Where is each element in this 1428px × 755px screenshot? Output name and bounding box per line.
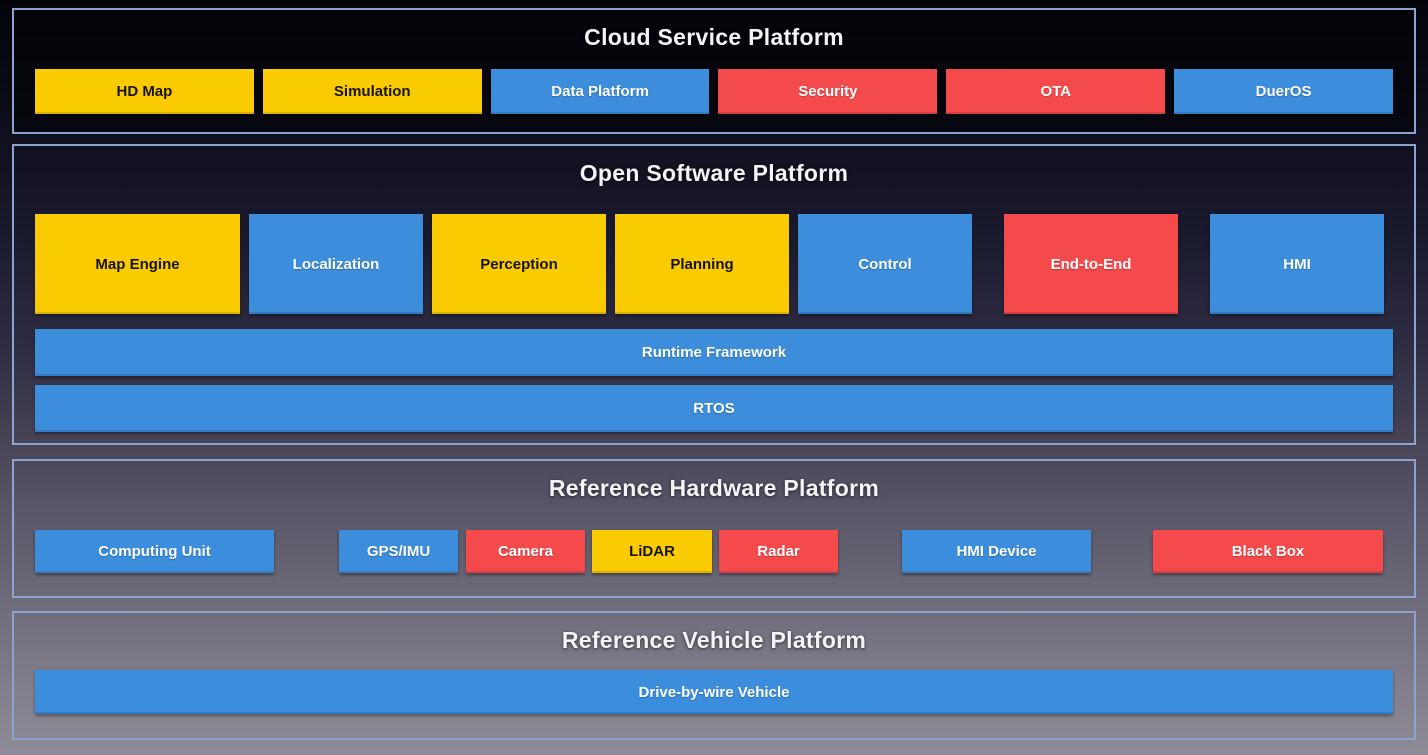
- bar-rtos: RTOS: [35, 385, 1393, 432]
- module-map-engine: Map Engine: [35, 214, 240, 314]
- box-computing-unit: Computing Unit: [35, 530, 274, 573]
- box-radar: Radar: [719, 530, 838, 573]
- bar-drive-by-wire-vehicle: Drive-by-wire Vehicle: [35, 670, 1393, 714]
- cloud-section-title: Cloud Service Platform: [584, 24, 844, 50]
- box-hd-map: HD Map: [35, 69, 254, 114]
- vehicle-bar-row: Drive-by-wire Vehicle: [14, 670, 1414, 714]
- box-black-box: Black Box: [1153, 530, 1383, 573]
- box-lidar: LiDAR: [592, 530, 712, 573]
- section-reference-hardware-platform: Reference Hardware Platform Computing Un…: [12, 459, 1416, 598]
- box-ota: OTA: [946, 69, 1166, 114]
- software-modules-row: Map Engine Localization Perception Plann…: [14, 214, 1414, 314]
- rtos-row: RTOS: [14, 385, 1414, 432]
- section-cloud-service-platform: Cloud Service Platform HD Map Simulation…: [12, 8, 1416, 134]
- module-planning: Planning: [615, 214, 789, 314]
- cloud-services-row: HD Map Simulation Data Platform Security…: [14, 69, 1414, 114]
- section-reference-vehicle-platform: Reference Vehicle Platform Drive-by-wire…: [12, 611, 1416, 740]
- box-camera: Camera: [466, 530, 585, 573]
- box-hmi-device: HMI Device: [902, 530, 1091, 573]
- section-open-software-platform: Open Software Platform Map Engine Locali…: [12, 144, 1416, 445]
- module-end-to-end: End-to-End: [1004, 214, 1178, 314]
- software-section-title: Open Software Platform: [579, 160, 849, 186]
- bar-runtime-framework: Runtime Framework: [35, 329, 1393, 376]
- hardware-section-title: Reference Hardware Platform: [548, 475, 880, 501]
- module-perception: Perception: [432, 214, 606, 314]
- module-localization: Localization: [249, 214, 423, 314]
- vehicle-section-title: Reference Vehicle Platform: [561, 627, 867, 653]
- box-gps-imu: GPS/IMU: [339, 530, 458, 573]
- box-security: Security: [718, 69, 938, 114]
- module-hmi: HMI: [1210, 214, 1384, 314]
- module-control: Control: [798, 214, 972, 314]
- box-dueros: DuerOS: [1174, 69, 1393, 114]
- box-simulation: Simulation: [262, 69, 482, 114]
- hardware-devices-row: Computing Unit GPS/IMU Camera LiDAR Rada…: [14, 530, 1414, 573]
- box-data-platform: Data Platform: [490, 69, 710, 114]
- runtime-framework-row: Runtime Framework: [14, 329, 1414, 376]
